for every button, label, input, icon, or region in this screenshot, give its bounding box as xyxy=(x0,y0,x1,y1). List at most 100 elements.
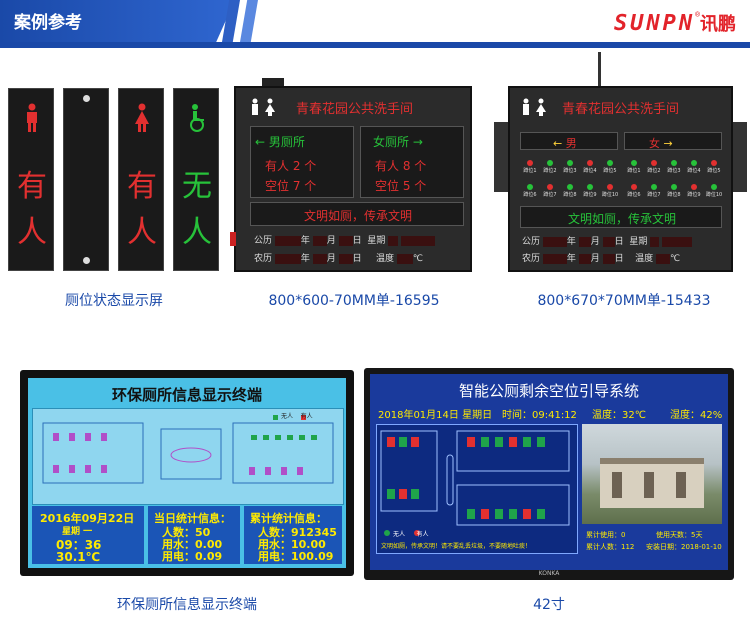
stall-status-cell: 蹲位1 xyxy=(624,158,644,180)
wheelchair-icon xyxy=(190,104,204,132)
lunar-date-row: 农历 年 月 日 温度 ℃ xyxy=(254,254,423,264)
status-dot-icon xyxy=(587,184,593,190)
stall-label: 蹲位3 xyxy=(563,168,577,174)
stall-status-cell: 蹲位8 xyxy=(664,182,684,204)
brand-label: KONKA xyxy=(538,570,560,577)
status-dot-icon xyxy=(527,160,533,166)
stall-label: 蹲位2 xyxy=(543,168,557,174)
status-dot-icon xyxy=(651,184,657,190)
restroom-photo xyxy=(582,424,722,524)
header-banner xyxy=(0,0,235,42)
stall-label: 蹲位8 xyxy=(667,192,681,198)
stall-status-cell: 蹲位10 xyxy=(704,182,724,204)
stall-status-cell: 蹲位5 xyxy=(600,158,620,180)
floor-plan-icon xyxy=(42,415,334,484)
female-header: 女 → xyxy=(624,132,722,150)
stall-panel-accessible: 无 人 xyxy=(173,88,219,271)
stall-label: 蹲位1 xyxy=(523,168,537,174)
caption-led-16595: 800*600-70MM单-16595 xyxy=(268,293,440,309)
slogan-bar: 文明如厕，传承文明 xyxy=(250,202,464,226)
caption-led-15433: 800*670*70MM单-15433 xyxy=(537,293,711,309)
status-dot-icon xyxy=(651,160,657,166)
stall-label: 蹲位9 xyxy=(583,192,597,198)
floor-plan: 无人 有人 xyxy=(32,408,344,505)
eco-title: 环保厕所信息显示终端 xyxy=(111,386,262,404)
brand-logo: SUNPN®讯鹏 xyxy=(613,10,736,36)
floor-plan: 无人 有人 文明如厕，传承文明！请不要乱丢垃圾，不要随地吐痰！ xyxy=(376,424,578,554)
stall-status-cell: 蹲位4 xyxy=(580,158,600,180)
stall-status-cell: 蹲位3 xyxy=(664,158,684,180)
stall-status-cell: 蹲位3 xyxy=(560,158,580,180)
stall-panel-male: 有 人 xyxy=(8,88,54,271)
mount-hole-icon xyxy=(83,95,90,102)
status-dot-icon xyxy=(567,184,573,190)
product-42-inch-display: 智能公厕剩余空位引导系统 2018年01月14日 星期日 时间：09:41:12… xyxy=(364,368,734,580)
stall-label: 蹲位3 xyxy=(667,168,681,174)
restroom-icon xyxy=(523,98,546,116)
stall-label: 蹲位5 xyxy=(707,168,721,174)
stall-label: 蹲位6 xyxy=(523,192,537,198)
restroom-icon xyxy=(252,98,275,116)
lunar-date-row: 农历 年 月 日 温度 ℃ xyxy=(522,254,681,264)
total-stats-box: 累计统计信息： 人数：912345 用水：10.00 用电：100.09 xyxy=(244,506,342,564)
status-dot-icon xyxy=(547,184,553,190)
usage-stats: 累计使用：0 使用天数：5天 累计人数：112 安装日期：2018-01-10 xyxy=(586,531,722,551)
mount-hole-icon xyxy=(83,257,90,264)
daily-stats-box: 当日统计信息： 人数：50 用水：0.00 用电：0.09 xyxy=(148,506,240,564)
stall-label: 蹲位1 xyxy=(627,168,641,174)
status-dot-icon xyxy=(527,184,533,190)
tv-screen: 智能公厕剩余空位引导系统 2018年01月14日 星期日 时间：09:41:12… xyxy=(370,374,728,570)
stall-status-cell: 蹲位8 xyxy=(560,182,580,204)
stall-status-cell: 蹲位7 xyxy=(540,182,560,204)
stall-label: 蹲位2 xyxy=(647,168,661,174)
stall-label: 蹲位4 xyxy=(583,168,597,174)
stall-label: 蹲位8 xyxy=(563,192,577,198)
section-title: 案例参考 xyxy=(14,13,82,33)
status-dot-icon xyxy=(567,160,573,166)
caption-stall-panels: 厕位状态显示屏 xyxy=(65,293,163,309)
stall-status-cell: 蹲位1 xyxy=(520,158,540,180)
stall-label: 蹲位10 xyxy=(705,192,723,198)
female-figure-icon xyxy=(135,103,149,132)
eco-screen: 环保厕所信息显示终端 xyxy=(28,378,346,568)
slogan-bar: 文明如厕，传承文明 xyxy=(520,206,722,228)
male-section: ← 男厕所 有人 2 个 空位 7 个 xyxy=(250,126,354,198)
stall-label: 蹲位9 xyxy=(687,192,701,198)
tv-title: 智能公厕剩余空位引导系统 xyxy=(458,382,639,400)
solar-date-row: 公历 年 月 日 星期 xyxy=(522,234,693,247)
stall-status-grid: 蹲位1 蹲位2 蹲位3 蹲位4 蹲位5 蹲位6 蹲位7 蹲位8 蹲位9 蹲位10 蹲位1 蹲位2 蹲位3… xyxy=(520,158,725,206)
caption-42-inch: 42寸 xyxy=(533,597,565,613)
product-eco-terminal: 环保厕所信息显示终端 xyxy=(20,370,354,576)
status-dot-icon xyxy=(587,160,593,166)
status-dot-icon xyxy=(671,160,677,166)
status-dot-icon xyxy=(671,184,677,190)
stall-status-cell: 蹲位2 xyxy=(540,158,560,180)
stall-status-cell: 蹲位9 xyxy=(684,182,704,204)
stall-status-cell: 蹲位6 xyxy=(624,182,644,204)
stall-label: 蹲位5 xyxy=(603,168,617,174)
caption-eco-terminal: 环保厕所信息显示终端 xyxy=(117,597,257,613)
stall-status-cell: 蹲位6 xyxy=(520,182,540,204)
stall-label: 蹲位4 xyxy=(687,168,701,174)
date-time-box: 2016年09月22日 星期 一 09：36 30.1℃ xyxy=(32,506,144,564)
status-dot-icon xyxy=(547,160,553,166)
status-dot-icon xyxy=(711,184,717,190)
stall-label: 蹲位7 xyxy=(543,192,557,198)
stall-panel-back xyxy=(63,88,109,271)
stall-status-cell: 蹲位9 xyxy=(580,182,600,204)
solar-date-row: 公历 年 月 日 星期 xyxy=(254,233,436,246)
status-dot-icon xyxy=(691,160,697,166)
stall-status-cell: 蹲位2 xyxy=(644,158,664,180)
stall-status-cell: 蹲位10 xyxy=(600,182,620,204)
status-dot-icon xyxy=(607,184,613,190)
led-board: 青春花园公共洗手间 ← 男厕所 有人 2 个 空位 7 个 女厕所 → 有人 8… xyxy=(234,86,472,272)
status-dot-icon xyxy=(631,160,637,166)
status-dot-icon xyxy=(711,160,717,166)
stall-panel-female: 有 人 xyxy=(118,88,164,271)
female-section: 女厕所 → 有人 8 个 空位 5 个 xyxy=(360,126,464,198)
stall-status-cell: 蹲位4 xyxy=(684,158,704,180)
floor-plan-icon xyxy=(380,430,570,536)
stall-label: 蹲位10 xyxy=(601,192,619,198)
male-header: ← 男 xyxy=(520,132,618,150)
